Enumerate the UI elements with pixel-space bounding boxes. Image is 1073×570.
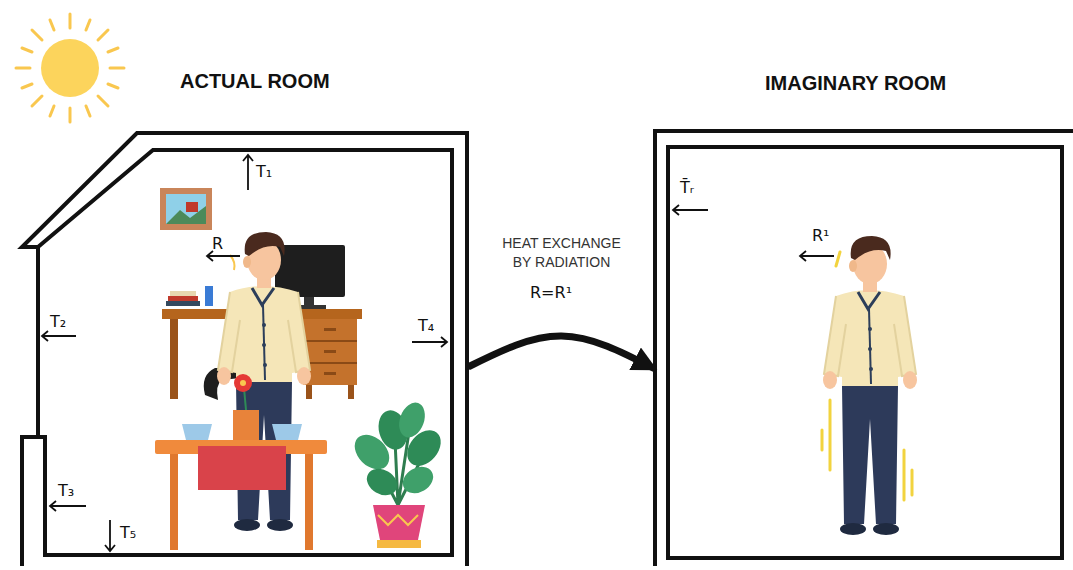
room-outline [18, 66, 470, 566]
flow-arrow [470, 336, 653, 368]
heat-flow-arrows [42, 155, 834, 551]
room-region: IMAGINARY ROOM [655, 66, 1073, 566]
temperature-label: T₄ [418, 316, 434, 335]
table [155, 374, 327, 550]
room-region: ACTUAL ROOM [18, 66, 470, 566]
temperature-label: T₁ [256, 162, 272, 181]
room-outline [655, 66, 1073, 566]
equation-label: R=R¹ [530, 283, 572, 302]
room-heading: IMAGINARY ROOM [765, 72, 946, 95]
potted-plant [348, 399, 448, 548]
motion-marks [822, 252, 912, 500]
mean-radiant-temperature-label: T̄ᵣ [680, 178, 694, 197]
room-heading: ACTUAL ROOM [180, 70, 330, 93]
temperature-label: T₂ [50, 312, 66, 331]
sun-disc [41, 39, 99, 97]
person-figure [823, 236, 917, 535]
sun-icon [16, 14, 124, 122]
picture-frame [160, 188, 212, 230]
edge-label: HEAT EXCHANGE BY RADIATION [498, 234, 626, 272]
temperature-label: T₅ [120, 523, 136, 542]
radiation-label: R¹ [812, 226, 830, 245]
radiation-label: R [212, 234, 223, 253]
temperature-label: T₃ [58, 481, 74, 500]
